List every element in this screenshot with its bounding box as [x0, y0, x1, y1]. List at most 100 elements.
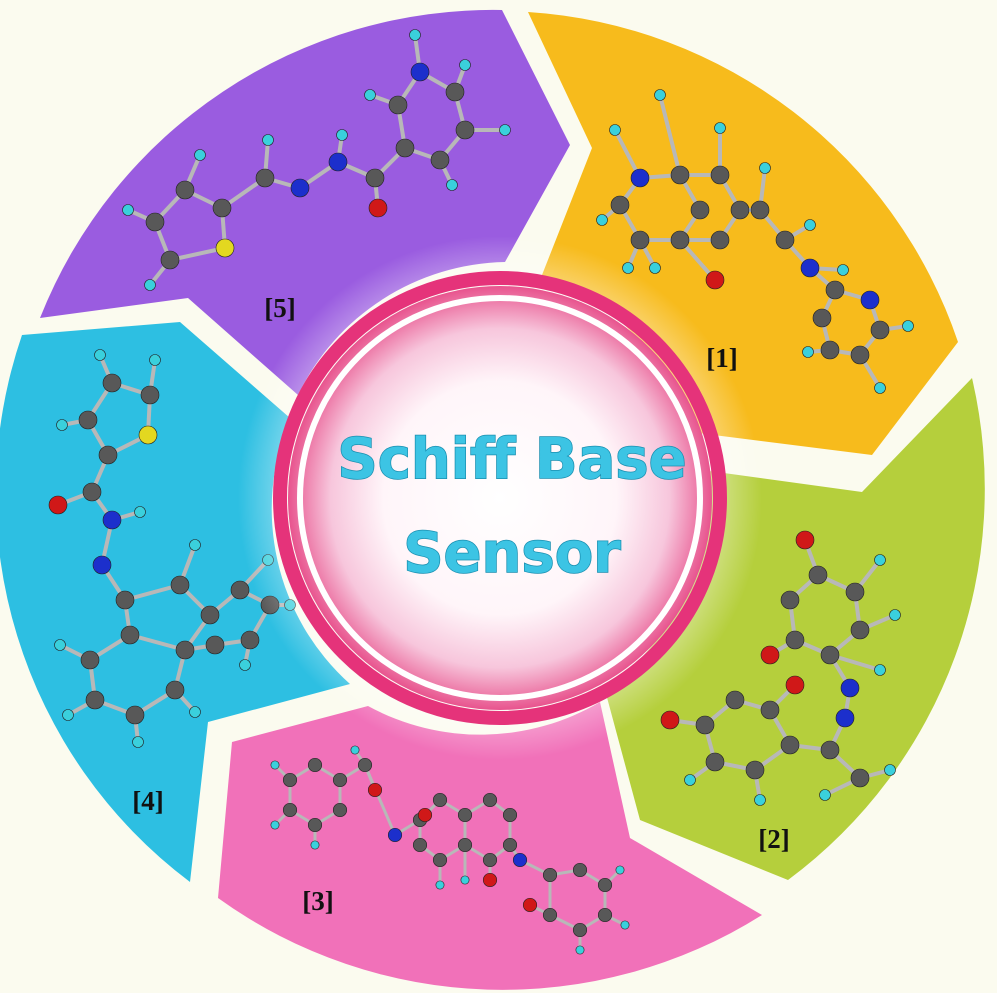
- atom: [499, 124, 511, 136]
- atom: [670, 230, 690, 250]
- atom: [630, 230, 650, 250]
- atom: [482, 872, 498, 888]
- atom: [780, 735, 800, 755]
- atom: [714, 122, 726, 134]
- segment-label-2: [2]: [758, 824, 789, 854]
- bond: [658, 94, 682, 176]
- atom: [812, 308, 832, 328]
- atom: [825, 280, 845, 300]
- atom: [808, 565, 828, 585]
- atom: [262, 134, 274, 146]
- atom: [307, 757, 323, 773]
- atom: [435, 880, 445, 890]
- atom: [239, 659, 251, 671]
- atom: [364, 89, 376, 101]
- atom: [138, 425, 158, 445]
- atom: [522, 897, 538, 913]
- atom: [332, 772, 348, 788]
- atom: [336, 129, 348, 141]
- atom: [597, 877, 613, 893]
- atom: [819, 789, 831, 801]
- atom: [430, 150, 450, 170]
- atom: [194, 149, 206, 161]
- atom: [82, 482, 102, 502]
- atom: [542, 867, 558, 883]
- atom: [502, 837, 518, 853]
- atom: [684, 774, 696, 786]
- atom: [328, 152, 348, 172]
- atom: [457, 837, 473, 853]
- atom: [835, 708, 855, 728]
- atom: [332, 802, 348, 818]
- bond: [124, 583, 181, 602]
- atom: [255, 168, 275, 188]
- atom: [874, 664, 886, 676]
- atom: [410, 62, 430, 82]
- atom: [482, 852, 498, 868]
- atom: [189, 539, 201, 551]
- atom: [597, 907, 613, 923]
- atom: [457, 807, 473, 823]
- molecule-4: [48, 349, 296, 748]
- atom: [412, 837, 428, 853]
- atom: [710, 165, 730, 185]
- segment-3: [218, 702, 762, 990]
- atom: [502, 807, 518, 823]
- atom: [307, 817, 323, 833]
- atom: [820, 740, 840, 760]
- atom: [290, 178, 310, 198]
- atom: [54, 639, 66, 651]
- atom: [754, 794, 766, 806]
- atom: [432, 852, 448, 868]
- atom: [56, 419, 68, 431]
- center-title-line2: Sensor: [403, 521, 621, 586]
- atom: [660, 710, 680, 730]
- atom: [388, 95, 408, 115]
- atom: [144, 279, 156, 291]
- atom: [459, 59, 471, 71]
- atom: [654, 89, 666, 101]
- atom: [48, 495, 68, 515]
- atom: [850, 345, 870, 365]
- atom: [820, 340, 840, 360]
- center-ring: [273, 271, 727, 725]
- atom: [572, 862, 588, 878]
- atom: [102, 510, 122, 530]
- atom: [840, 678, 860, 698]
- atom: [725, 690, 745, 710]
- atom: [165, 680, 185, 700]
- atom: [132, 736, 144, 748]
- atom: [145, 212, 165, 232]
- atom: [432, 792, 448, 808]
- atom: [542, 907, 558, 923]
- atom: [610, 195, 630, 215]
- atom: [310, 840, 320, 850]
- atom: [649, 262, 661, 274]
- atom: [575, 945, 585, 955]
- segment-1: [528, 12, 958, 455]
- atom: [205, 635, 225, 655]
- atom: [785, 630, 805, 650]
- atom: [820, 645, 840, 665]
- atom: [350, 745, 360, 755]
- atom: [874, 382, 886, 394]
- atom: [902, 320, 914, 332]
- atom: [98, 445, 118, 465]
- atom: [409, 29, 421, 41]
- atom: [780, 590, 800, 610]
- atom: [850, 768, 870, 788]
- atom: [460, 875, 470, 885]
- atom: [445, 82, 465, 102]
- atom: [85, 690, 105, 710]
- atom: [710, 230, 730, 250]
- atom: [92, 555, 112, 575]
- atom: [175, 180, 195, 200]
- atom: [620, 920, 630, 930]
- atom: [874, 554, 886, 566]
- atom: [695, 715, 715, 735]
- atom: [134, 506, 146, 518]
- atom: [850, 620, 870, 640]
- atom: [745, 760, 765, 780]
- atom: [282, 802, 298, 818]
